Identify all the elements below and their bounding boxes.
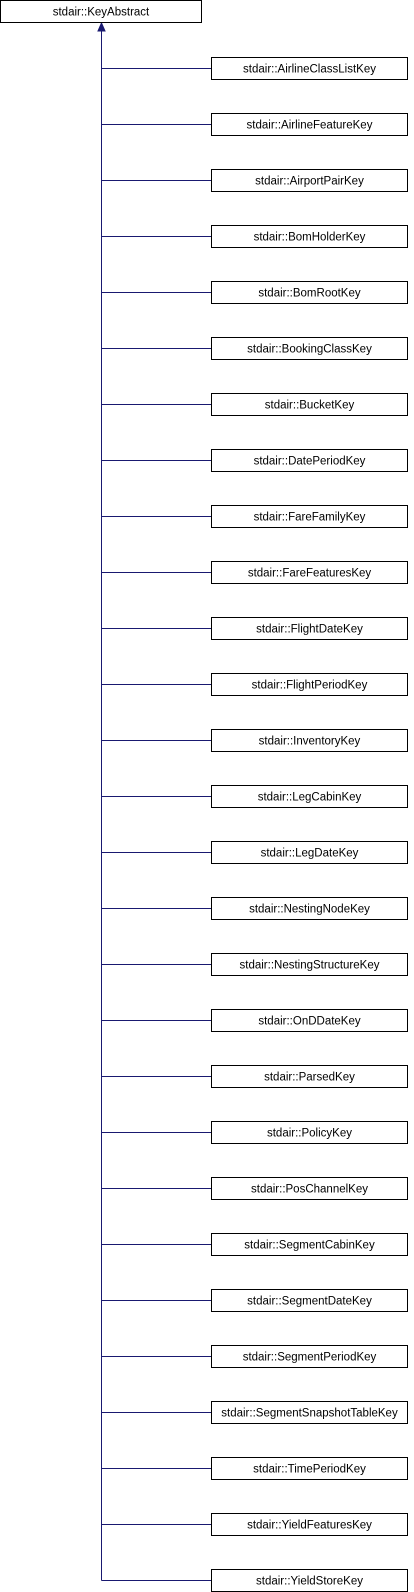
derived-class-label: stdair::FlightPeriodKey bbox=[252, 680, 368, 692]
derived-class-box bbox=[211, 393, 408, 416]
derived-class-label: stdair::AirlineClassListKey bbox=[243, 64, 376, 76]
derived-class-box bbox=[211, 953, 408, 976]
derived-class-node[interactable]: stdair::AirlineClassListKey bbox=[211, 57, 408, 80]
derived-class-node[interactable]: stdair::FlightDateKey bbox=[211, 617, 408, 640]
derived-class-label: stdair::NestingNodeKey bbox=[249, 904, 370, 916]
derived-class-node[interactable]: stdair::BookingClassKey bbox=[211, 337, 408, 360]
derived-class-node[interactable]: stdair::AirportPairKey bbox=[211, 169, 408, 192]
derived-class-box bbox=[211, 1345, 408, 1368]
derived-class-node[interactable]: stdair::DatePeriodKey bbox=[211, 449, 408, 472]
derived-class-node[interactable]: stdair::InventoryKey bbox=[211, 729, 408, 752]
derived-class-label: stdair::AirlineFeatureKey bbox=[247, 120, 373, 132]
derived-class-node[interactable]: stdair::SegmentDateKey bbox=[211, 1289, 408, 1312]
derived-class-node[interactable]: stdair::SegmentPeriodKey bbox=[211, 1345, 408, 1368]
derived-class-node[interactable]: stdair::SegmentSnapshotTableKey bbox=[211, 1401, 408, 1424]
base-class-node[interactable]: stdair::KeyAbstract bbox=[0, 0, 202, 23]
derived-class-box bbox=[211, 1401, 408, 1424]
derived-class-box bbox=[211, 1065, 408, 1088]
derived-class-node[interactable]: stdair::TimePeriodKey bbox=[211, 1457, 408, 1480]
derived-class-node[interactable]: stdair::NestingNodeKey bbox=[211, 897, 408, 920]
derived-class-label: stdair::SegmentPeriodKey bbox=[243, 1352, 377, 1364]
inheritance-arrowhead bbox=[97, 21, 106, 32]
derived-class-box bbox=[211, 1513, 408, 1536]
derived-class-node[interactable]: stdair::OnDDateKey bbox=[211, 1009, 408, 1032]
derived-class-nodes: stdair::AirlineClassListKeystdair::Airli… bbox=[211, 57, 408, 1592]
base-class-box bbox=[0, 0, 202, 23]
derived-class-box bbox=[211, 617, 408, 640]
derived-class-label: stdair::AirportPairKey bbox=[255, 176, 364, 188]
derived-class-label: stdair::BookingClassKey bbox=[247, 344, 372, 356]
derived-class-label: stdair::FareFamilyKey bbox=[254, 512, 366, 524]
derived-class-node[interactable]: stdair::BomHolderKey bbox=[211, 225, 408, 248]
derived-class-label: stdair::LegCabinKey bbox=[258, 792, 362, 804]
derived-class-node[interactable]: stdair::PolicyKey bbox=[211, 1121, 408, 1144]
derived-class-node[interactable]: stdair::PosChannelKey bbox=[211, 1177, 408, 1200]
derived-class-label: stdair::YieldFeaturesKey bbox=[247, 1520, 372, 1532]
derived-class-node[interactable]: stdair::BomRootKey bbox=[211, 281, 408, 304]
derived-class-box bbox=[211, 1177, 408, 1200]
derived-class-label: stdair::FlightDateKey bbox=[256, 624, 363, 636]
derived-class-node[interactable]: stdair::NestingStructureKey bbox=[211, 953, 408, 976]
derived-class-box bbox=[211, 673, 408, 696]
base-class-label: stdair::KeyAbstract bbox=[53, 7, 150, 19]
derived-class-label: stdair::YieldStoreKey bbox=[256, 1576, 363, 1588]
derived-class-label: stdair::NestingStructureKey bbox=[240, 960, 380, 972]
derived-class-label: stdair::PosChannelKey bbox=[251, 1184, 368, 1196]
derived-class-label: stdair::InventoryKey bbox=[259, 736, 361, 748]
derived-class-box bbox=[211, 225, 408, 248]
derived-class-box bbox=[211, 785, 408, 808]
derived-class-label: stdair::BomHolderKey bbox=[254, 232, 366, 244]
derived-class-box bbox=[211, 449, 408, 472]
derived-class-node[interactable]: stdair::SegmentCabinKey bbox=[211, 1233, 408, 1256]
derived-class-node[interactable]: stdair::FareFeaturesKey bbox=[211, 561, 408, 584]
derived-class-box bbox=[211, 113, 408, 136]
derived-class-box bbox=[211, 729, 408, 752]
derived-class-node[interactable]: stdair::LegCabinKey bbox=[211, 785, 408, 808]
derived-class-box bbox=[211, 561, 408, 584]
derived-class-box bbox=[211, 1289, 408, 1312]
derived-class-node[interactable]: stdair::FareFamilyKey bbox=[211, 505, 408, 528]
derived-class-box bbox=[211, 1457, 408, 1480]
derived-class-box bbox=[211, 281, 408, 304]
derived-class-box bbox=[211, 1121, 408, 1144]
derived-class-box bbox=[211, 841, 408, 864]
derived-class-label: stdair::BomRootKey bbox=[258, 288, 361, 300]
derived-class-box bbox=[211, 1009, 408, 1032]
derived-class-label: stdair::LegDateKey bbox=[261, 848, 359, 860]
derived-class-label: stdair::SegmentSnapshotTableKey bbox=[221, 1408, 398, 1420]
derived-class-label: stdair::TimePeriodKey bbox=[253, 1464, 366, 1476]
derived-class-label: stdair::PolicyKey bbox=[267, 1128, 352, 1140]
derived-class-box bbox=[211, 897, 408, 920]
derived-class-node[interactable]: stdair::LegDateKey bbox=[211, 841, 408, 864]
derived-class-label: stdair::SegmentCabinKey bbox=[244, 1240, 375, 1252]
derived-class-box bbox=[211, 505, 408, 528]
derived-class-node[interactable]: stdair::BucketKey bbox=[211, 393, 408, 416]
derived-class-box bbox=[211, 57, 408, 80]
derived-class-node[interactable]: stdair::FlightPeriodKey bbox=[211, 673, 408, 696]
inheritance-edges bbox=[97, 21, 212, 1581]
derived-class-node[interactable]: stdair::YieldStoreKey bbox=[211, 1569, 408, 1592]
derived-class-box bbox=[211, 1233, 408, 1256]
derived-class-box bbox=[211, 337, 408, 360]
derived-class-node[interactable]: stdair::AirlineFeatureKey bbox=[211, 113, 408, 136]
derived-class-label: stdair::FareFeaturesKey bbox=[248, 568, 372, 580]
derived-class-node[interactable]: stdair::ParsedKey bbox=[211, 1065, 408, 1088]
derived-class-label: stdair::DatePeriodKey bbox=[254, 456, 366, 468]
derived-class-label: stdair::OnDDateKey bbox=[258, 1016, 361, 1028]
derived-class-label: stdair::BucketKey bbox=[265, 400, 355, 412]
derived-class-box bbox=[211, 169, 408, 192]
derived-class-label: stdair::SegmentDateKey bbox=[247, 1296, 372, 1308]
derived-class-label: stdair::ParsedKey bbox=[264, 1072, 355, 1084]
derived-class-node[interactable]: stdair::YieldFeaturesKey bbox=[211, 1513, 408, 1536]
